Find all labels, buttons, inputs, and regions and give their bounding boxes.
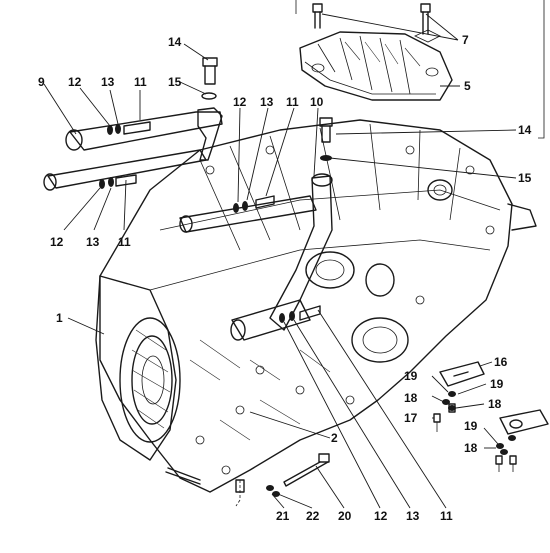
callout-14: 14 [518, 123, 532, 137]
callout-17: 17 [404, 411, 418, 425]
callout-12: 12 [50, 235, 64, 249]
cover-bolt-part [312, 3, 441, 43]
callout-20: 20 [338, 509, 352, 523]
support-strut-part [43, 107, 223, 191]
callout-13: 13 [260, 95, 274, 109]
callout-13: 13 [101, 75, 115, 89]
callout-15: 15 [168, 75, 182, 89]
callout-21: 21 [276, 509, 290, 523]
callout-12: 12 [68, 75, 82, 89]
gearbox-housing-part [95, 117, 537, 507]
callout-13: 13 [86, 235, 100, 249]
bolt-part [202, 57, 218, 85]
callout-15: 15 [518, 171, 532, 185]
callout-1: 1 [56, 311, 63, 325]
callout-16: 16 [494, 355, 508, 369]
callout-14: 14 [168, 35, 182, 49]
callout-19: 19 [404, 369, 418, 383]
callout-22: 22 [306, 509, 320, 523]
callout-11: 11 [440, 509, 453, 523]
mount-bracket-part [433, 361, 549, 472]
callout-18: 18 [404, 391, 418, 405]
callout-13: 13 [406, 509, 420, 523]
long-stud-part [266, 453, 330, 497]
callout-12: 12 [233, 95, 247, 109]
callout-10: 10 [310, 95, 324, 109]
callout-11: 11 [286, 95, 299, 109]
leader-lines [43, 13, 517, 509]
washer-part [201, 92, 217, 100]
callout-11: 11 [118, 235, 131, 249]
callout-18: 18 [488, 397, 502, 411]
top-cover-part [299, 31, 453, 101]
callout-7: 7 [462, 33, 469, 47]
frame-line [538, 0, 545, 139]
callout-19: 19 [490, 377, 504, 391]
callout-9: 9 [38, 75, 45, 89]
callout-19: 19 [464, 419, 478, 433]
callout-11: 11 [134, 75, 147, 89]
callout-2: 2 [331, 431, 338, 445]
callout-18: 18 [464, 441, 478, 455]
callout-5: 5 [464, 79, 471, 93]
callout-12: 12 [374, 509, 388, 523]
